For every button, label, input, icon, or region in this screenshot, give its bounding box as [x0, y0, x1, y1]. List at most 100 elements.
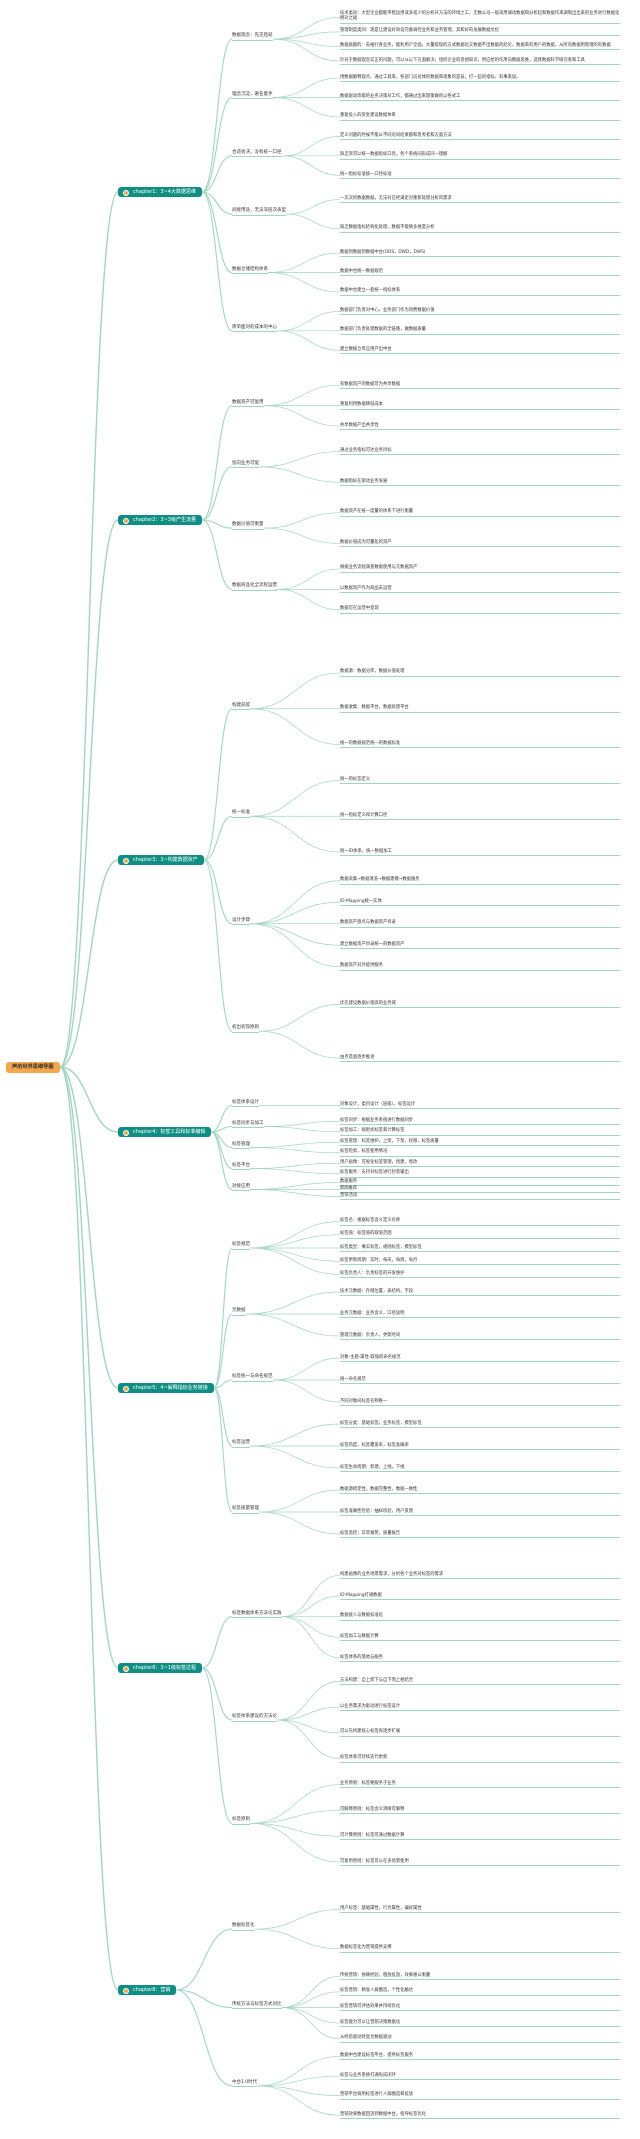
- branch-node[interactable]: 构建前提: [232, 703, 250, 711]
- leaf-node[interactable]: 可复用原则：标签可以在多场景使用: [340, 1859, 620, 1866]
- leaf-node[interactable]: 方法构建：自上而下与自下而上相结合: [340, 1678, 620, 1686]
- leaf-node[interactable]: 标签名：根据标签含义定义名称: [340, 1218, 620, 1226]
- branch-node[interactable]: 标签统一与命名规范: [232, 1374, 273, 1382]
- leaf-node[interactable]: 数据驱动等能的业务决策对工作，都通过出来理策做的以各式工: [340, 94, 620, 102]
- leaf-node[interactable]: 标签能力可以让营销决策数据化: [340, 2020, 620, 2028]
- leaf-node[interactable]: 一次次的数据数据，无法对已经满足对重新处理分析的需求: [340, 196, 620, 204]
- leaf-node[interactable]: 以业务需求为驱动进行标签设计: [340, 1704, 620, 1711]
- leaf-node[interactable]: 从经验驱动转变为数据驱动: [340, 2035, 620, 2043]
- leaf-node[interactable]: 统一指标定义和计算口径: [340, 813, 620, 821]
- branch-node[interactable]: 标签体系设计: [232, 1100, 259, 1108]
- leaf-node[interactable]: 标签体系可持续迭代更新: [340, 1755, 620, 1763]
- leaf-node[interactable]: 数据中台建立一套统一指标体系: [340, 288, 620, 296]
- chapter-node[interactable]: chapter8：营销: [118, 1985, 177, 1995]
- leaf-node[interactable]: 标签加工与数据计算: [340, 1634, 620, 1642]
- branch-node[interactable]: 数据价值可衡量: [232, 522, 264, 530]
- leaf-node[interactable]: 标签管理：标签维护，上架，下架，权限，标签质量: [340, 1139, 620, 1147]
- branch-node[interactable]: 初出初现原则: [232, 1025, 259, 1033]
- leaf-node[interactable]: 标签加工：规则式标签和计算标签: [340, 1128, 620, 1136]
- leaf-node[interactable]: 标签检索，标签使用情况: [340, 1149, 620, 1157]
- branch-node[interactable]: 数据商品化全流程运营: [232, 583, 277, 591]
- leaf-node[interactable]: 标签类型：事实标签，规则标签，模型标签: [340, 1245, 620, 1252]
- leaf-node[interactable]: 标签监控：异常报警，质量报告: [340, 1531, 620, 1538]
- leaf-node[interactable]: 定义问题的时候不能以不同对同结果都和思考者和方面方法: [340, 133, 620, 141]
- leaf-node[interactable]: 标签准确性检验：抽样校验，用户反馈: [340, 1509, 620, 1516]
- leaf-node[interactable]: 营销效果数据回流到数据中台，指导标签优化: [340, 2112, 620, 2120]
- leaf-node[interactable]: 数据指标在驱动业务发展: [340, 479, 620, 487]
- leaf-node[interactable]: 数据可在运营中变现: [340, 606, 620, 614]
- leaf-node[interactable]: 数据部门负责处理数据的全链路，做数据质量: [340, 327, 620, 335]
- leaf-node[interactable]: 数据资产对外提供服务: [340, 963, 620, 971]
- branch-node[interactable]: 中台1.0时代: [232, 2080, 258, 2088]
- leaf-node[interactable]: 重复利用数据降低成本: [340, 402, 620, 410]
- leaf-node[interactable]: 缺乏资可以统一数据指标口径，各个系统间形成同一理解: [340, 152, 620, 160]
- leaf-node[interactable]: 技术类同：大型企业都能平稳运用或多或少的分析开方法的环境之工，无数公司一般采用调…: [340, 11, 620, 24]
- leaf-node[interactable]: 数据价值成为可量化的资产: [340, 540, 620, 548]
- branch-node[interactable]: 间接用途，无法深层次表型: [232, 208, 286, 216]
- leaf-node[interactable]: 用户标签：基础属性，行为属性，偏好属性: [340, 1906, 620, 1914]
- branch-node[interactable]: 数据资产可复用: [232, 400, 264, 408]
- leaf-node[interactable]: 数据采集→数据清洗→数据建模→数据服务: [340, 877, 620, 885]
- branch-node[interactable]: 标签运营: [232, 1440, 250, 1448]
- leaf-node[interactable]: 数据质题的：去推行各业务，能利用户全面，大量提现的方式数据化交数据不出数据的结论…: [340, 43, 620, 51]
- branch-node[interactable]: 数据标签化: [232, 1923, 255, 1931]
- chapter-node[interactable]: chapter4：标签工具和标准编辑: [118, 1127, 212, 1137]
- leaf-node[interactable]: 标签同步：根据业务系统进行数据同步: [340, 1118, 620, 1126]
- leaf-node[interactable]: 营销平台调用标签进行人群圈选和投放: [340, 2092, 620, 2100]
- chapter-node[interactable]: chapter5：4~解释指标业务链接: [118, 1383, 214, 1393]
- branch-node[interactable]: 标签体系建设的方法论: [232, 1714, 277, 1722]
- leaf-node[interactable]: 统一的标签定义: [340, 777, 620, 785]
- branch-node[interactable]: 简单面对的成本的中心: [232, 325, 277, 333]
- leaf-node[interactable]: 根据业务流程调查数据使用与元数据资产: [340, 565, 620, 573]
- leaf-node[interactable]: 用数据解释观点、通过工具来，各部门员总体的数据和现象的是技，打一些的指标、有事来…: [340, 75, 620, 82]
- leaf-node[interactable]: 数据资产在统一度量的体系下进行衡量: [340, 509, 620, 517]
- branch-node[interactable]: 传统方法与标签方式对比: [232, 2002, 282, 2010]
- leaf-node[interactable]: 重复投入的资金建设数据体系: [340, 113, 620, 121]
- branch-node[interactable]: 标签原则: [232, 1817, 250, 1825]
- leaf-node[interactable]: 标签热度，标签覆盖率，标签准确率: [340, 1443, 620, 1450]
- leaf-node[interactable]: 营销活动: [340, 1193, 620, 1201]
- leaf-node[interactable]: 共享数据产出共享性: [340, 423, 620, 430]
- leaf-node[interactable]: 建立数据仓库应用产出中台: [340, 347, 620, 355]
- leaf-node[interactable]: ID-Mapping打通数据: [340, 1593, 620, 1600]
- branch-node[interactable]: 统一标准: [232, 810, 250, 818]
- leaf-node[interactable]: 标签营销可评估效果并持续优化: [340, 2004, 620, 2012]
- branch-node[interactable]: 标签管理: [232, 1142, 250, 1150]
- branch-node[interactable]: 数据观念：先见后就: [232, 33, 273, 41]
- leaf-node[interactable]: 有数据资产的数据可为共享数据: [340, 382, 620, 390]
- leaf-node[interactable]: 标签生命周期：新建，上线，下线: [340, 1465, 620, 1472]
- branch-node[interactable]: 指向业务可驱: [232, 461, 259, 469]
- leaf-node[interactable]: 数据资产盘点与数据资产目录: [340, 920, 620, 928]
- leaf-node[interactable]: 数据源稳定性，数据完整性，数据一致性: [340, 1487, 620, 1494]
- leaf-node[interactable]: 数据到数据到数据中台(ODS，DWD，DWS): [340, 250, 620, 257]
- leaf-node[interactable]: 技术元数据：存储位置，表结构，字段: [340, 1289, 620, 1296]
- leaf-node[interactable]: 数据部门负责对中心，业务部门作为消费数据价值: [340, 308, 620, 316]
- leaf-node[interactable]: 标签负责人：负责标签的开发维护: [340, 1271, 620, 1279]
- leaf-node[interactable]: 标签服务：支持对标签进行封装输出: [340, 1170, 620, 1178]
- leaf-node[interactable]: 新闻推荐: [340, 1186, 620, 1194]
- leaf-node[interactable]: 传统营销：依赖经验，粗放投放，效果难以衡量: [340, 1973, 620, 1981]
- leaf-node[interactable]: 统一的数据规范统一的数据标准: [340, 741, 620, 749]
- branch-node[interactable]: 标签规范: [232, 1242, 250, 1250]
- leaf-node[interactable]: 数据标签化为营销提供支撑: [340, 1945, 620, 1953]
- leaf-node[interactable]: 标签营销：精准人群圈选，个性化触达: [340, 1988, 620, 1996]
- leaf-node[interactable]: 构建画像的业务场景需求，分析各个业务对标签的需求: [340, 1572, 620, 1580]
- leaf-node[interactable]: ID-Mapping统一实体: [340, 899, 620, 907]
- leaf-node[interactable]: 数据中台建设标签平台，提供标签服务: [340, 2053, 620, 2061]
- leaf-node[interactable]: 可计算原则：标签可通过数据计算: [340, 1833, 620, 1841]
- chapter-node[interactable]: chapter6：3~1级标签过程: [118, 1663, 202, 1673]
- leaf-node[interactable]: 优先建设数据价值高的业务域: [340, 1001, 620, 1009]
- leaf-node[interactable]: 可以先构建核心标签再逐步扩展: [340, 1729, 620, 1737]
- leaf-node[interactable]: 标签与业务系统打通形成闭环: [340, 2073, 620, 2080]
- branch-node[interactable]: 标签同步与加工: [232, 1121, 264, 1129]
- leaf-node[interactable]: 数据源：数据分库，数据价值处理: [340, 669, 620, 677]
- leaf-node[interactable]: 可解释原则：标签含义清晰可解释: [340, 1807, 620, 1815]
- leaf-node[interactable]: 缺乏数据指标结构化处理，数据不能够多维度分析: [340, 225, 620, 233]
- leaf-node[interactable]: 用户画像：可视化标签管理，创建，修改: [340, 1160, 620, 1168]
- leaf-node[interactable]: 标签体系的落地与服务: [340, 1655, 620, 1662]
- leaf-node[interactable]: 以数据资产作为商品去运营: [340, 586, 620, 594]
- branch-node[interactable]: 数据仓储结构体系: [232, 267, 268, 275]
- leaf-node[interactable]: 建立数据资产目录统一的数据资产: [340, 942, 620, 950]
- branch-node[interactable]: 理念沉淀，著名着手: [232, 92, 273, 100]
- leaf-node[interactable]: 管理元数据：负责人，更新时间: [340, 1333, 620, 1340]
